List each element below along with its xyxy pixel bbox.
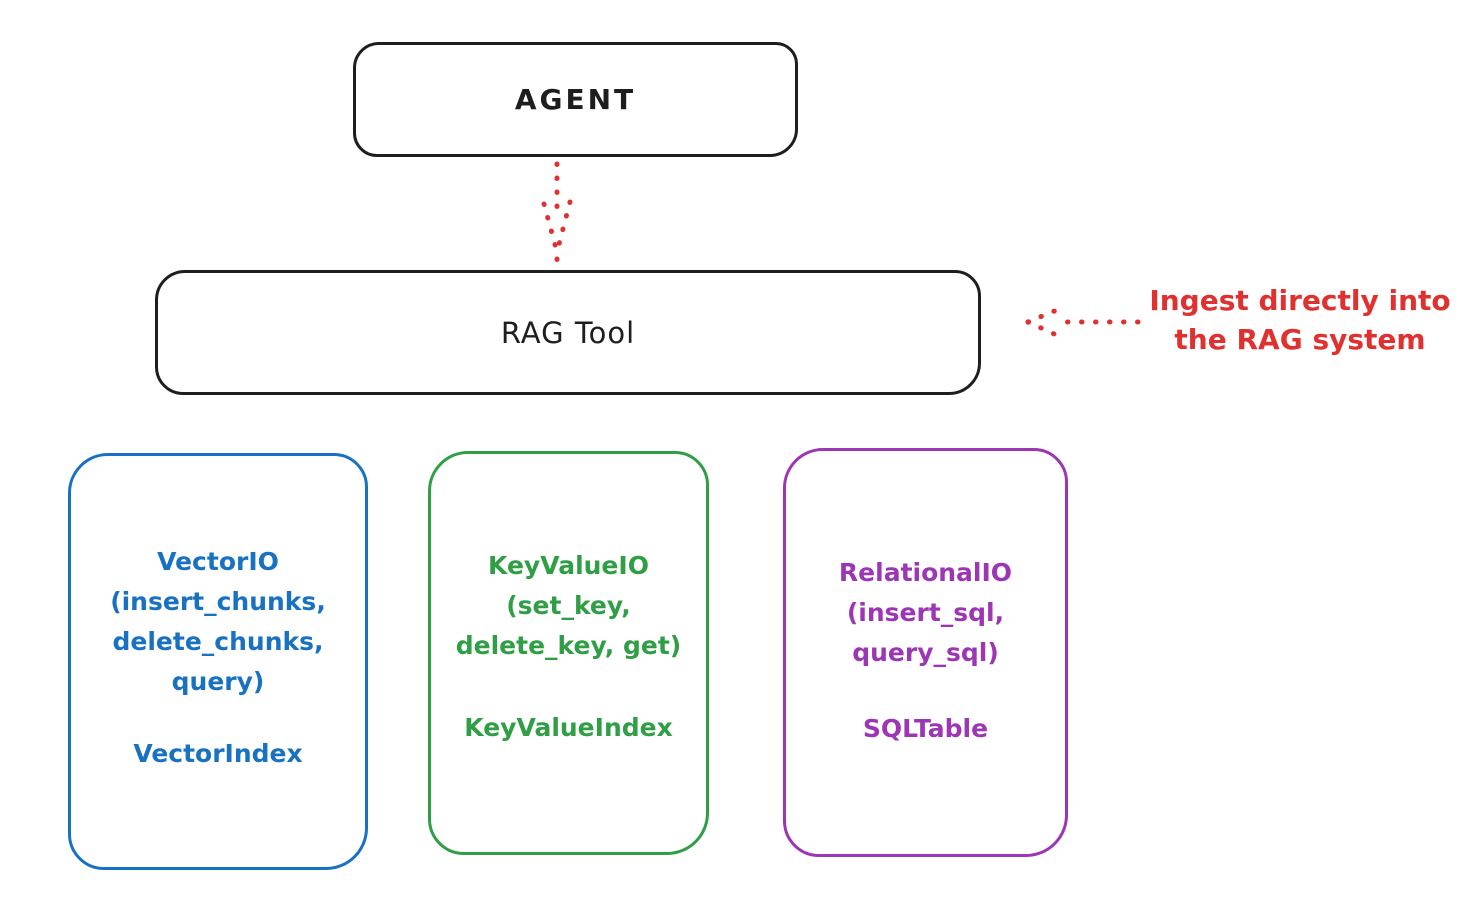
- store-signature-line: query): [171, 667, 265, 696]
- agent-label: AGENT: [514, 83, 637, 116]
- relational-io-node[interactable]: RelationalIO (insert_sql, query_sql) SQL…: [783, 448, 1068, 857]
- annotation-to-ragtool-arrow-icon[interactable]: [1016, 298, 1146, 350]
- store-index-label: KeyValueIndex: [464, 713, 673, 742]
- ingest-annotation: Ingest directly into the RAG system: [1125, 281, 1475, 359]
- store-signature-line: query_sql): [852, 638, 999, 667]
- store-signature-line: (set_key,: [506, 591, 631, 620]
- agent-node[interactable]: AGENT: [353, 42, 798, 157]
- store-signature-line: (insert_chunks,: [110, 587, 326, 616]
- store-signature-line: (insert_sql,: [846, 598, 1005, 627]
- store-index-label: SQLTable: [862, 714, 989, 743]
- agent-to-ragtool-arrow-icon[interactable]: [537, 158, 577, 266]
- annotation-line-1: Ingest directly into: [1149, 284, 1451, 317]
- rag-tool-label: RAG Tool: [500, 315, 636, 350]
- arrowhead-lower-wing: [1025, 319, 1066, 341]
- store-title: KeyValueIO: [488, 551, 649, 580]
- store-signature-line: delete_key, get): [455, 631, 682, 660]
- store-title: RelationalIO: [838, 558, 1013, 587]
- store-index-label: VectorIndex: [133, 739, 303, 768]
- rag-tool-node[interactable]: RAG Tool: [155, 270, 981, 395]
- annotation-line-2: the RAG system: [1174, 323, 1426, 356]
- keyvalue-io-node[interactable]: KeyValueIO (set_key, delete_key, get) Ke…: [428, 451, 709, 855]
- arrowhead-upper-wing: [1025, 304, 1067, 325]
- arrowhead-right-wing: [554, 199, 573, 255]
- store-title: VectorIO: [157, 547, 279, 576]
- arrowhead-left-wing: [541, 201, 560, 255]
- vector-io-node[interactable]: VectorIO (insert_chunks, delete_chunks, …: [68, 453, 368, 870]
- store-signature-line: delete_chunks,: [112, 627, 324, 656]
